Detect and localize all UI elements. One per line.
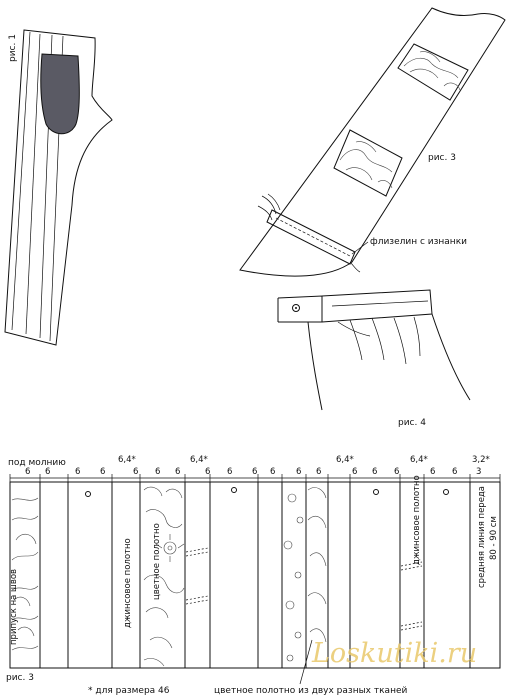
denim-fabric-label-2: джинсовое полотно [412, 475, 422, 565]
strip-width-17: 6 [352, 467, 357, 477]
strip-width-4: 6 [100, 467, 105, 477]
strip-width-3: 6 [75, 467, 80, 477]
strip-width-22: 6 [452, 467, 457, 477]
strip-width-18: 6 [372, 467, 377, 477]
length-range-label: 80 - 90 см [489, 516, 499, 560]
center-front-label: средняя линия переда [477, 486, 487, 588]
buttonhole-marker [231, 487, 237, 493]
strip-width-10: 6 [205, 467, 210, 477]
colored-strip-swirls [143, 486, 185, 667]
figure-1-trouser-leg: рис. 1 [4, 29, 113, 346]
strip-width-11: 6 [227, 467, 232, 477]
buttonhole-marker [85, 491, 91, 497]
strip-width-19: 6 [394, 467, 399, 477]
strip-width-2: 6 [45, 467, 50, 477]
strip-width-6: 6 [133, 467, 138, 477]
strip-plain-a [39, 481, 69, 669]
strip-two-fabric-a [281, 481, 307, 669]
strip-width-12: 6 [252, 467, 257, 477]
buttonhole-marker [443, 489, 449, 495]
figure-3-top-label: рис. 3 [428, 153, 456, 163]
back-pocket [40, 53, 80, 135]
watermark-logo: Loskutiki.ru [311, 638, 477, 669]
denim-fabric-label-1: джинсовое полотно [123, 538, 133, 628]
strip-plain-c [184, 481, 211, 669]
size-footnote: * для размера 46 [88, 686, 170, 696]
buttonhole-marker [373, 489, 379, 495]
strip-width-7: 6 [155, 467, 160, 477]
figure-4-label: рис. 4 [398, 418, 426, 428]
figure-3-leg-with-inserts: рис. 3 флизелин с изнанки [239, 7, 506, 277]
figure-3-bottom-label: рис. 3 [6, 673, 34, 683]
strip-width-8: 6,4* [190, 455, 208, 465]
strip-construction-diagram: под молнию 6 6 6 6 6,4* 6 6 6,4* 6 6 6 6… [6, 455, 501, 696]
strip-width-16: 6,4* [336, 455, 354, 465]
strip-plain-d [209, 481, 259, 669]
colored-fabric-label: цветное полотно [152, 523, 162, 600]
strip-colored-patterned [139, 481, 186, 669]
two-fabric-strip-swirls [283, 487, 327, 662]
strip-plain-e [257, 481, 283, 669]
figure-4-waistband: рис. 4 [277, 289, 471, 428]
colored-insert-middle [333, 129, 403, 197]
two-fabric-callout: цветное полотно из двух разных тканей [214, 686, 407, 696]
strip-dash-details [185, 547, 423, 631]
strip-width-15: 6 [316, 467, 321, 477]
strip-width-9: 6 [175, 467, 180, 477]
hem-insert [266, 209, 356, 265]
zipper-allowance-label: под молнию [8, 458, 66, 468]
colored-insert-upper [397, 43, 469, 101]
strip-width-14: 6 [296, 467, 301, 477]
waistband-button [292, 304, 300, 312]
strip-width-23: 3,2* [472, 455, 490, 465]
seam-allowance-swirls [11, 497, 39, 651]
strip-center-front [469, 481, 501, 669]
interfacing-callout: флизелин с изнанки [370, 237, 467, 247]
strip-width-21: 6 [430, 467, 435, 477]
strip-width-24: 3 [476, 467, 481, 477]
strip-width-1: 6 [25, 467, 30, 477]
strip-plain-b [67, 481, 113, 669]
strip-width-20: 6,4* [410, 455, 428, 465]
figure-1-label: рис. 1 [8, 34, 18, 62]
strip-width-13: 6 [270, 467, 275, 477]
seam-allowance-label: припуск на швов [9, 569, 19, 645]
strip-width-5: 6,4* [118, 455, 136, 465]
